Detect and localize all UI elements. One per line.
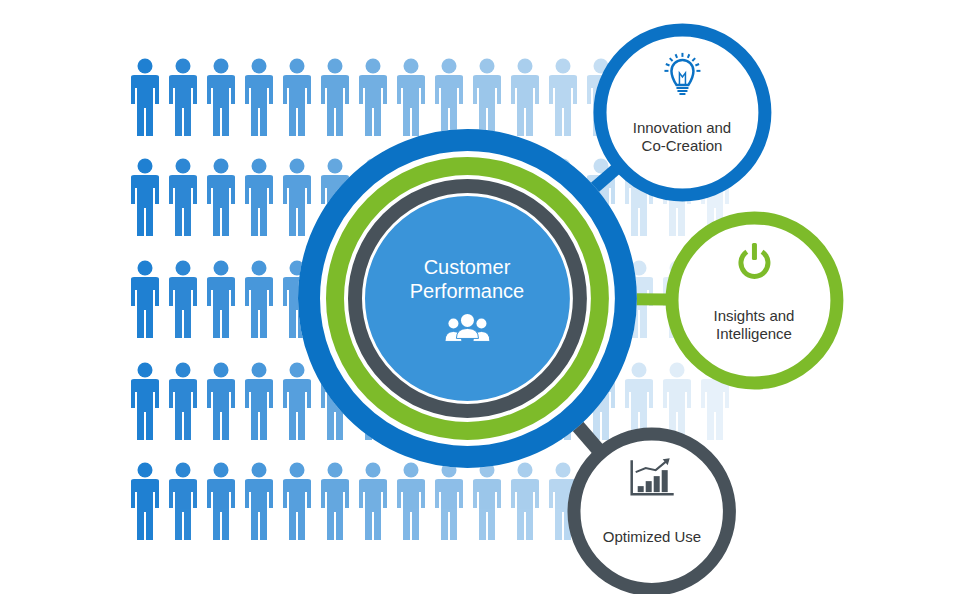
person-figure xyxy=(435,463,463,541)
person-figure xyxy=(131,363,159,441)
person-figure xyxy=(169,59,197,137)
person-figure xyxy=(245,261,273,339)
satellite-circle: Innovation and Co-Creation xyxy=(593,23,772,202)
person-figure xyxy=(169,159,197,237)
satellite-circle: Insights and Intelligence xyxy=(665,211,844,390)
person-figure xyxy=(435,59,463,137)
person-figure xyxy=(283,363,311,441)
person-figure xyxy=(359,59,387,137)
person-figure xyxy=(207,59,235,137)
people-icon xyxy=(444,313,489,340)
person-figure xyxy=(131,463,159,541)
person-figure xyxy=(511,59,539,137)
circle-outline xyxy=(665,211,844,390)
person-figure xyxy=(207,159,235,237)
node-label: Optimized Use xyxy=(590,528,714,546)
person-figure xyxy=(131,159,159,237)
person-figure xyxy=(397,59,425,137)
person-figure xyxy=(169,363,197,441)
person-figure xyxy=(511,463,539,541)
person-figure xyxy=(245,159,273,237)
person-figure xyxy=(663,363,691,441)
power-icon xyxy=(738,242,770,278)
hub-circle: Customer Performance xyxy=(297,128,638,469)
person-figure xyxy=(245,363,273,441)
person-figure xyxy=(169,463,197,541)
bulb-icon xyxy=(664,52,700,93)
chart-icon xyxy=(632,458,674,494)
connector-line xyxy=(576,424,599,451)
person-figure xyxy=(473,463,501,541)
person-figure xyxy=(207,261,235,339)
person-figure xyxy=(283,159,311,237)
person-figure xyxy=(549,59,577,137)
person-figure xyxy=(359,463,387,541)
person-figure xyxy=(207,363,235,441)
person-figure xyxy=(283,59,311,137)
person-figure xyxy=(397,463,425,541)
person-figure xyxy=(321,463,349,541)
person-figure xyxy=(131,261,159,339)
person-figure xyxy=(245,463,273,541)
person-figure xyxy=(245,59,273,137)
connector-line xyxy=(593,168,618,189)
person-figure xyxy=(169,261,197,339)
person-figure xyxy=(131,59,159,137)
circle-outline xyxy=(567,427,736,594)
node-label: Innovation and Co-Creation xyxy=(620,119,744,155)
person-figure xyxy=(473,59,501,137)
node-label: Customer Performance xyxy=(392,255,542,303)
node-label: Insights and Intelligence xyxy=(692,307,816,343)
person-figure xyxy=(207,463,235,541)
connector-line xyxy=(633,293,668,305)
person-figure xyxy=(283,463,311,541)
person-figure xyxy=(321,59,349,137)
satellite-circle: Optimized Use xyxy=(567,427,736,594)
circle-outline xyxy=(593,23,772,202)
